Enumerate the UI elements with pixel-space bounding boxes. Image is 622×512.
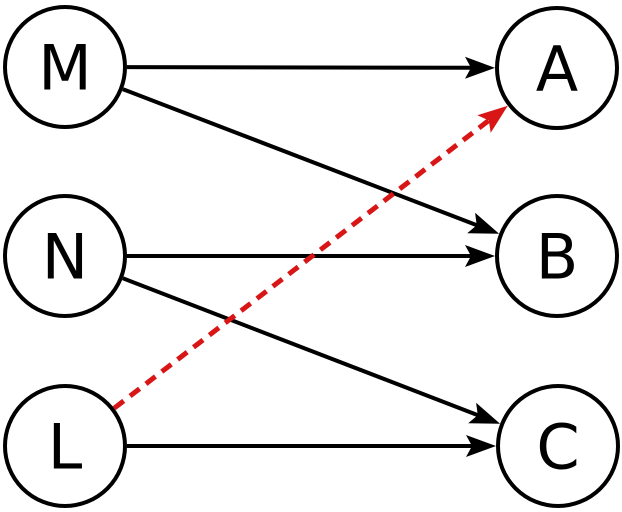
edge-L-A <box>112 116 493 411</box>
arrowhead-M-B <box>467 212 500 234</box>
edge-M-B <box>122 87 481 229</box>
node-A <box>495 6 619 130</box>
node-label-A: A <box>536 32 578 105</box>
node-N <box>3 194 127 318</box>
node-label-M: M <box>38 31 92 104</box>
node-B <box>495 194 619 318</box>
edge-N-C <box>122 276 482 419</box>
node-label-L: L <box>48 410 83 483</box>
node-label-C: C <box>536 410 579 483</box>
node-L <box>3 384 127 508</box>
edge-M-A <box>126 65 475 70</box>
node-M <box>3 5 127 129</box>
node-label-B: B <box>536 220 579 293</box>
arrowhead-M-A <box>465 56 495 79</box>
arrowhead-N-C <box>468 402 501 424</box>
arrowhead-L-A <box>477 105 508 133</box>
node-C <box>496 384 620 508</box>
arrowhead-L-C <box>466 435 496 457</box>
arrowhead-N-B <box>465 245 495 267</box>
node-label-N: N <box>42 220 88 293</box>
